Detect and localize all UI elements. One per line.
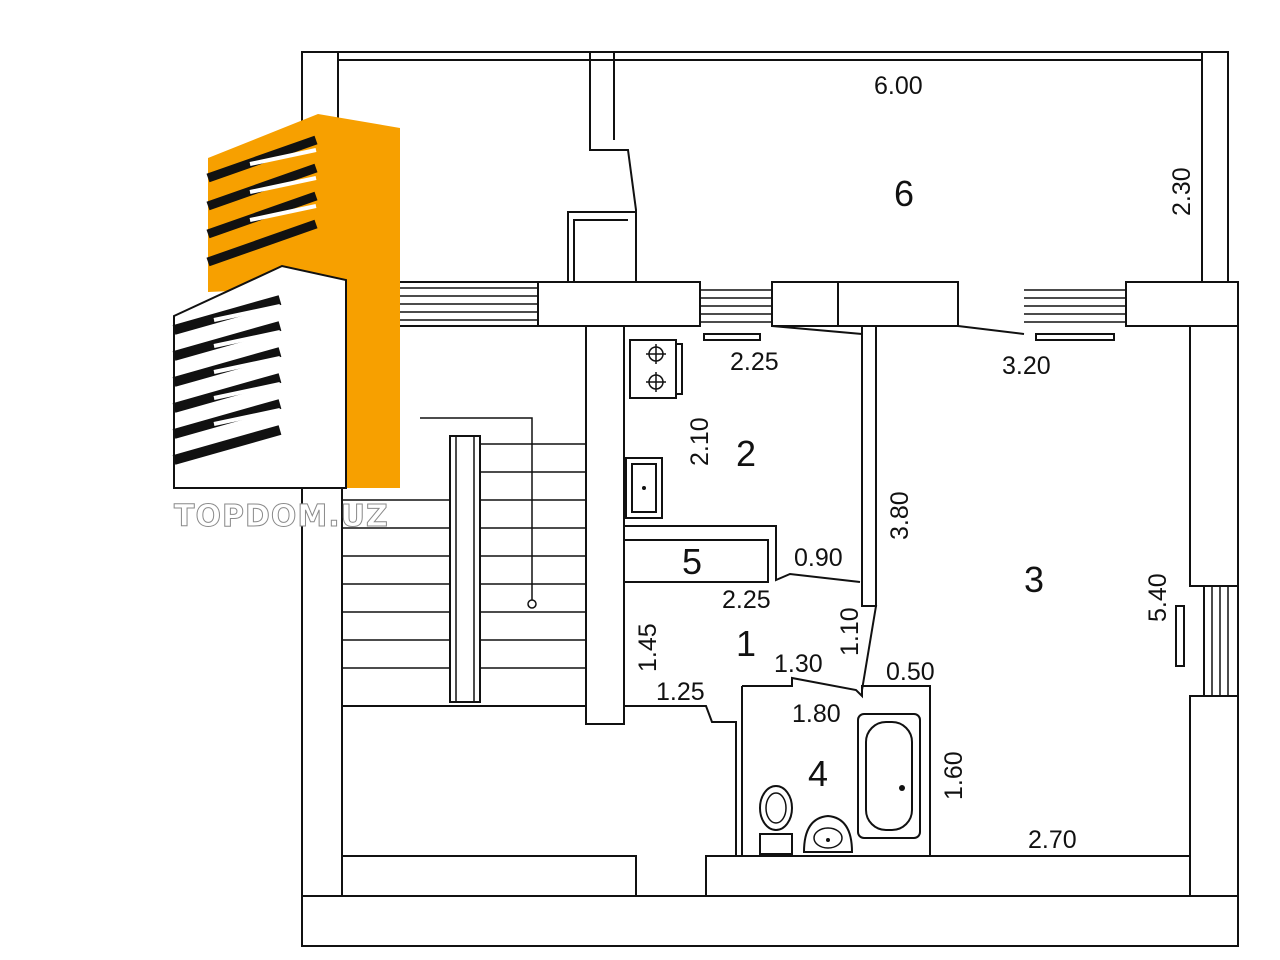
room-2-label: 2 [736,433,756,474]
dim-hall-step: 0.50 [886,658,935,686]
dim-bath-width: 1.80 [792,700,841,728]
room-5-label: 5 [682,541,702,582]
room-6-label: 6 [894,173,914,214]
topdom-logo: TOPDOM.UZ [172,114,400,535]
dim-hall-height: 1.45 [634,623,662,672]
brand-name: TOPDOM.UZ [174,499,389,534]
washbasin-icon [802,814,854,853]
room-1-label: 1 [736,623,756,664]
dim-kitchen-width: 2.25 [730,348,779,376]
window-markers [703,333,1185,667]
dim-living-bottom: 2.70 [1028,826,1077,854]
dim-living-length: 5.40 [1144,573,1172,622]
dim-hall-width: 1.25 [656,678,705,706]
room-3-label: 3 [1024,559,1044,600]
bathtub-icon [857,713,921,839]
dim-hall-door: 1.30 [774,650,823,678]
dim-balcony-width: 2.30 [1168,167,1196,216]
dim-kitchen-depth: 2.10 [686,417,714,466]
stove-icon [629,339,683,399]
toilet-icon [759,785,793,855]
dim-corridor-side: 1.10 [836,607,864,656]
dim-bath-depth: 1.60 [940,751,968,800]
dim-corridor-step: 0.90 [794,544,843,572]
inner-walls [585,325,1025,856]
dim-balcony-length: 6.00 [874,72,923,100]
dim-living-side: 3.80 [886,491,914,540]
sink-icon [625,457,663,519]
dim-living-width: 3.20 [1002,352,1051,380]
room-4-label: 4 [808,753,828,794]
dim-storage-width: 2.25 [722,586,771,614]
